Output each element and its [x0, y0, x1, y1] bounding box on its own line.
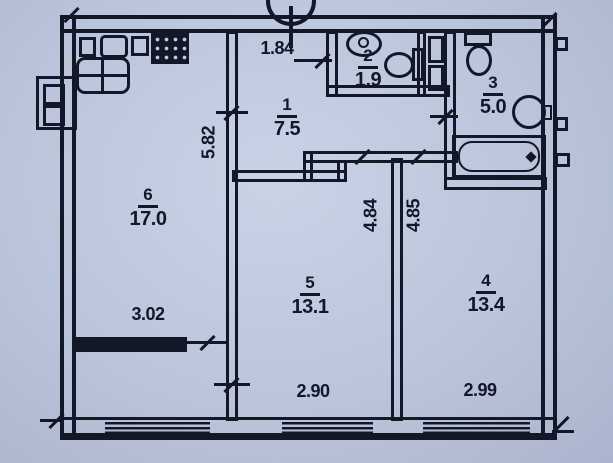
window-room5 [282, 417, 373, 434]
wc-sink-drain [358, 37, 369, 48]
wall-hall-room5-west [232, 170, 347, 182]
dim-ext-184 [294, 59, 332, 62]
wall-pilaster [555, 117, 568, 131]
wall-bath-south [444, 177, 547, 190]
duct-cell-top [428, 36, 444, 63]
window-room6 [105, 417, 210, 434]
room-area: 17.0 [129, 207, 167, 230]
bath-toilet-bowl-icon [466, 45, 492, 76]
bathtub-inner [458, 141, 540, 172]
room-number: 2 [358, 47, 378, 69]
wall-kitchen-hall [226, 31, 238, 421]
wc-toilet-tank [412, 48, 424, 81]
riser-cell-top [43, 84, 65, 105]
room-number: 1 [277, 96, 297, 118]
dimension-4-84: 4.84 [360, 198, 381, 233]
room-label-1: 1 7.5 [257, 96, 317, 141]
riser-cell-bottom [43, 105, 65, 126]
window-room4 [423, 417, 530, 434]
wall-duct-shaft [417, 31, 426, 97]
bath-toilet-tank [464, 32, 492, 46]
dim-ext-bottom-right [552, 430, 574, 433]
room-area: 13.4 [467, 293, 505, 316]
wall-wc-south [326, 85, 450, 97]
room-area: 1.9 [354, 68, 382, 91]
bathtub-icon [452, 135, 546, 178]
dimension-3-02: 3.02 [131, 304, 165, 324]
dimension-2-90: 2.90 [296, 381, 330, 401]
dimension-2-99: 2.99 [463, 380, 497, 400]
room-label-5: 5 13.1 [280, 274, 340, 319]
kitchen-counter-unit2 [131, 36, 149, 56]
wall-bottom-outer [60, 433, 557, 440]
room-area: 5.0 [479, 95, 507, 118]
duct-cell-bottom [428, 65, 444, 91]
dimension-1-84: 1.84 [260, 38, 294, 58]
dimension-5-82: 5.82 [198, 125, 219, 160]
riser-box [36, 76, 77, 130]
room-label-3: 3 5.0 [463, 74, 523, 119]
wall-room4-room5 [391, 158, 403, 421]
section-circle-stem [289, 6, 293, 48]
dim-ext-bottom-left [40, 419, 62, 422]
room-label-4: 4 13.4 [456, 272, 516, 317]
wall-pilaster [555, 37, 568, 51]
room-label-6: 6 17.0 [118, 186, 178, 231]
room-number: 6 [138, 186, 158, 208]
bath-sink-tap [543, 105, 552, 120]
room-number: 3 [483, 74, 503, 96]
room-label-2: 2 1.9 [338, 47, 398, 92]
kitchen-stove-divider-h [78, 74, 128, 77]
wall-corridor-south [303, 151, 458, 163]
room-number: 5 [300, 274, 320, 296]
partition-bar [75, 337, 187, 352]
wall-jamb-room5 [337, 160, 347, 182]
room-area: 7.5 [273, 117, 301, 140]
kitchen-vent-shaft-icon [151, 33, 189, 64]
room-area: 13.1 [291, 295, 329, 318]
wall-right [541, 15, 557, 440]
kitchen-counter-sink [100, 35, 128, 58]
kitchen-stove-icon [76, 57, 130, 94]
room-number: 4 [476, 272, 496, 294]
dimension-4-85: 4.85 [403, 198, 424, 233]
kitchen-counter-unit1 [79, 37, 96, 57]
wc-sink-icon [346, 31, 382, 57]
wall-pilaster [555, 153, 570, 167]
